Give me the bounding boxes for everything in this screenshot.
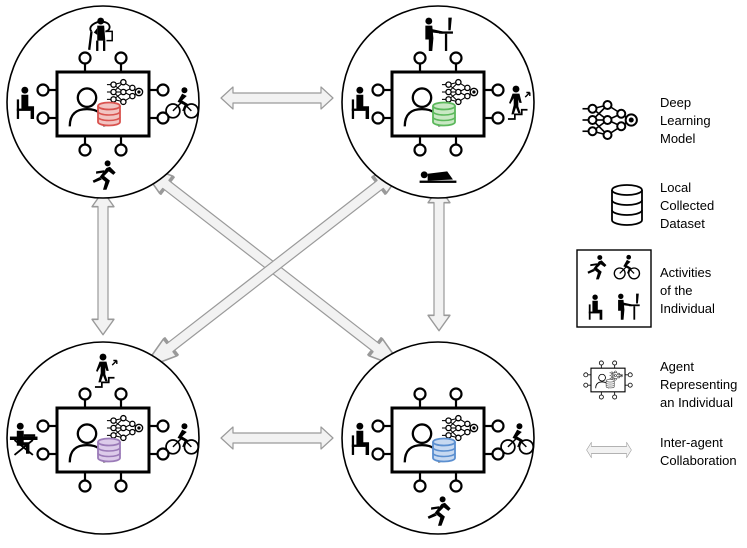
chip-pin [371, 419, 385, 433]
arrow-top-horizontal [220, 86, 334, 110]
arrow-right-vertical [427, 186, 451, 332]
chip-pin [156, 419, 170, 433]
arrow-left-vertical [91, 190, 115, 336]
chip-pin [449, 479, 463, 493]
legend-activities-label: Activities of the Individual [660, 265, 715, 316]
chip-pin [598, 394, 604, 400]
chip-pin [36, 419, 50, 433]
chip-pin [449, 143, 463, 157]
legend-activities-box [576, 249, 652, 328]
agent-chip [583, 360, 633, 400]
chip-pin [627, 382, 633, 388]
chip-pin [114, 143, 128, 157]
legend-agent-label: Agent Representing an Individual [660, 359, 738, 410]
legend-model-label: Deep Learning Model [660, 95, 711, 146]
chip-pin [371, 83, 385, 97]
chip-pin [156, 111, 170, 125]
chip-pin [491, 447, 505, 461]
chip-pin [583, 382, 589, 388]
database-icon [432, 437, 456, 463]
chip-pin [114, 479, 128, 493]
chip-pin [36, 447, 50, 461]
agent-chip [36, 51, 170, 157]
chip-pin [449, 51, 463, 65]
chip-pin [78, 387, 92, 401]
chip-pin [156, 83, 170, 97]
legend-agent-icon [583, 360, 633, 400]
legend-double-arrow-icon [586, 441, 632, 459]
chip-pin [627, 372, 633, 378]
chip-pin [114, 387, 128, 401]
chip-pin [114, 51, 128, 65]
agent-top-left [6, 5, 200, 199]
agent-bottom-left [6, 341, 200, 535]
chip-pin [598, 360, 604, 366]
chip-pin [78, 143, 92, 157]
chip-pin [371, 111, 385, 125]
agent-top-right [341, 5, 535, 199]
chip-pin [413, 51, 427, 65]
arrow-bottom-horizontal [220, 426, 334, 450]
agent-bottom-right [341, 341, 535, 535]
database-icon [97, 437, 121, 463]
legend-database-icon [611, 184, 643, 226]
agent-chip [36, 387, 170, 493]
chip-pin [413, 387, 427, 401]
legend-dataset-label: Local Collected Dataset [660, 180, 715, 231]
chip-pin [413, 479, 427, 493]
chip-pin [36, 83, 50, 97]
chip-pin [36, 111, 50, 125]
database-icon [97, 101, 121, 127]
chip-pin [491, 419, 505, 433]
chip-pin [449, 387, 463, 401]
chip-pin [78, 479, 92, 493]
agent-chip [371, 387, 505, 493]
chip-pin [612, 394, 618, 400]
legend-neural-network-icon [581, 100, 638, 140]
chip-pin [491, 111, 505, 125]
database-icon [605, 379, 615, 389]
agent-chip [371, 51, 505, 157]
legend-collaboration-label: Inter-agent Collaboration [660, 435, 737, 468]
chip-pin [413, 143, 427, 157]
chip-pin [491, 83, 505, 97]
chip-pin [78, 51, 92, 65]
legend [576, 100, 652, 459]
database-icon [432, 101, 456, 127]
chip-pin [612, 360, 618, 366]
chip-pin [583, 372, 589, 378]
chip-pin [156, 447, 170, 461]
chip-pin [371, 447, 385, 461]
